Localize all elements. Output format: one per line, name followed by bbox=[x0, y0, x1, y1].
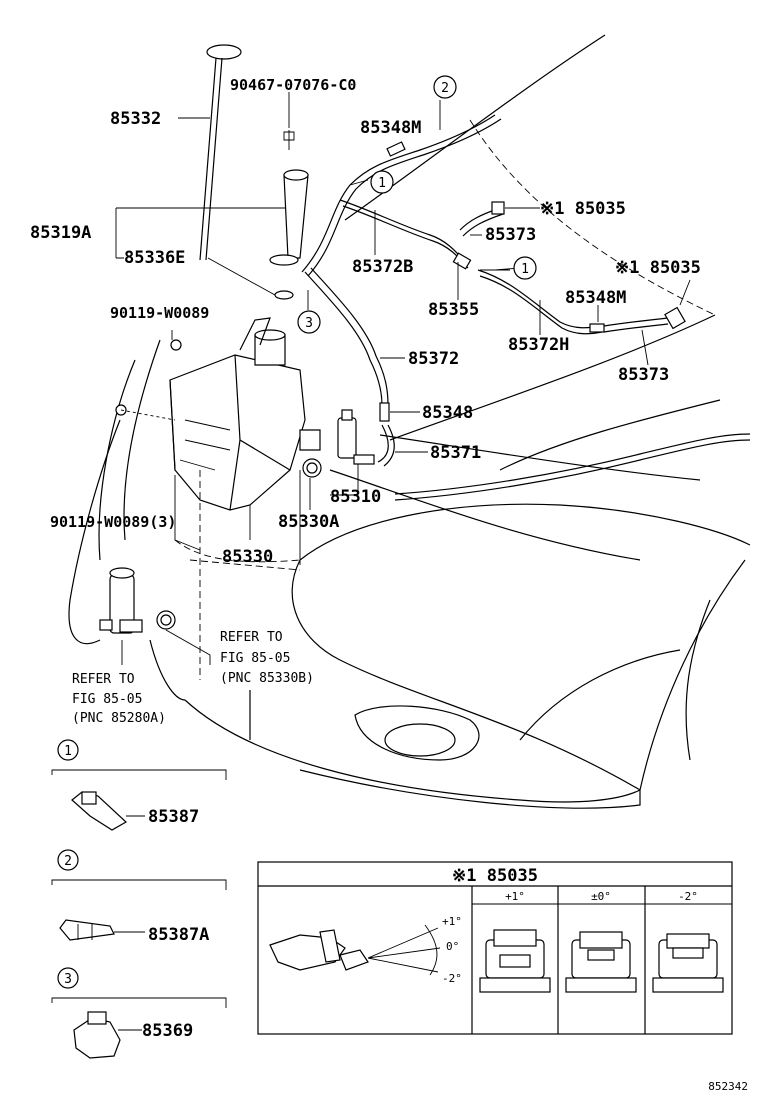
label-85372B: 85372B bbox=[352, 257, 413, 277]
svg-text:1: 1 bbox=[521, 262, 529, 277]
angle-zero: 0° bbox=[446, 940, 459, 953]
svg-text:2: 2 bbox=[64, 854, 72, 869]
label-85387A: 85387A bbox=[148, 925, 209, 945]
label-85310: 85310 bbox=[330, 487, 381, 507]
leader-lines bbox=[115, 92, 691, 665]
figure-code: 852342 bbox=[708, 1080, 748, 1093]
label-85035-b: ※1 85035 bbox=[615, 258, 701, 278]
label-85373-a: 85373 bbox=[485, 225, 536, 245]
refer-1-line2: FIG 85-05 bbox=[220, 651, 290, 666]
angle-minus2: -2° bbox=[442, 972, 462, 985]
refer-2-line3: (PNC 85280A) bbox=[72, 711, 166, 726]
callout-2-top bbox=[433, 75, 457, 99]
refer-2-line1: REFER TO bbox=[72, 672, 135, 687]
svg-text:2: 2 bbox=[441, 81, 449, 96]
label-85348M-a: 85348M bbox=[360, 118, 421, 138]
col-minus2: -2° bbox=[678, 890, 698, 903]
hoses-upper bbox=[301, 114, 686, 467]
label-85355: 85355 bbox=[428, 300, 479, 320]
col-plus1: +1° bbox=[505, 890, 525, 903]
label-85371: 85371 bbox=[430, 443, 481, 463]
label-85330: 85330 bbox=[222, 547, 273, 567]
label-85348: 85348 bbox=[422, 403, 473, 423]
detail-table: ※1 85035 +1° ±0° -2° +1° 0° -2° bbox=[257, 861, 733, 1035]
callouts-main: 2 1 1 3 bbox=[297, 75, 537, 334]
washer-tank-85330 bbox=[169, 317, 321, 565]
legend-3: 3 85369 bbox=[51, 967, 227, 1059]
label-85372: 85372 bbox=[408, 349, 459, 369]
detail-title: ※1 85035 bbox=[452, 866, 538, 886]
label-85332: 85332 bbox=[110, 109, 161, 129]
nozzle-view-zero bbox=[565, 931, 637, 993]
col-zero: ±0° bbox=[591, 890, 611, 903]
label-85387: 85387 bbox=[148, 807, 199, 827]
svg-text:3: 3 bbox=[305, 316, 313, 331]
label-90119-a: 90119-W0089 bbox=[110, 304, 209, 322]
hose-lower-2 bbox=[394, 433, 751, 495]
refer-1-line1: REFER TO bbox=[220, 630, 283, 645]
label-90467: 90467-07076-C0 bbox=[230, 76, 356, 94]
angle-plus1: +1° bbox=[442, 915, 462, 928]
callout-1-b bbox=[513, 256, 537, 280]
legend-1: 1 85387 bbox=[51, 739, 227, 831]
nozzle-view-plus1 bbox=[479, 929, 551, 993]
car-body-outline bbox=[68, 34, 751, 809]
refer-1-line3: (PNC 85330B) bbox=[220, 671, 314, 686]
svg-text:1: 1 bbox=[378, 176, 386, 191]
legend-2: 2 85387A bbox=[51, 849, 227, 945]
label-85330A: 85330A bbox=[278, 512, 339, 532]
lower-pump bbox=[99, 470, 201, 680]
svg-text:3: 3 bbox=[64, 972, 72, 987]
hose-lower bbox=[394, 439, 751, 501]
label-85373-b: 85373 bbox=[618, 365, 669, 385]
refer-2-line2: FIG 85-05 bbox=[72, 692, 142, 707]
label-85336E: 85336E bbox=[124, 248, 185, 268]
label-85348M-b: 85348M bbox=[565, 288, 626, 308]
label-85319A: 85319A bbox=[30, 223, 91, 243]
callout-3 bbox=[297, 310, 321, 334]
svg-text:1: 1 bbox=[64, 744, 72, 759]
inlet-neck-85336E bbox=[269, 130, 309, 300]
label-85035-a: ※1 85035 bbox=[540, 199, 626, 219]
nozzle-view-minus2 bbox=[652, 933, 724, 993]
label-90119-b: 90119-W0089(3) bbox=[50, 513, 176, 531]
label-85372H: 85372H bbox=[508, 335, 569, 355]
part-labels: 85332 90467-07076-C0 85348M 85319A 85336… bbox=[30, 76, 701, 726]
filler-cap-85332 bbox=[199, 44, 242, 261]
callout-1-a bbox=[370, 170, 394, 194]
pump-85310 bbox=[302, 409, 375, 478]
bolts bbox=[115, 339, 182, 421]
label-85369: 85369 bbox=[142, 1021, 193, 1041]
